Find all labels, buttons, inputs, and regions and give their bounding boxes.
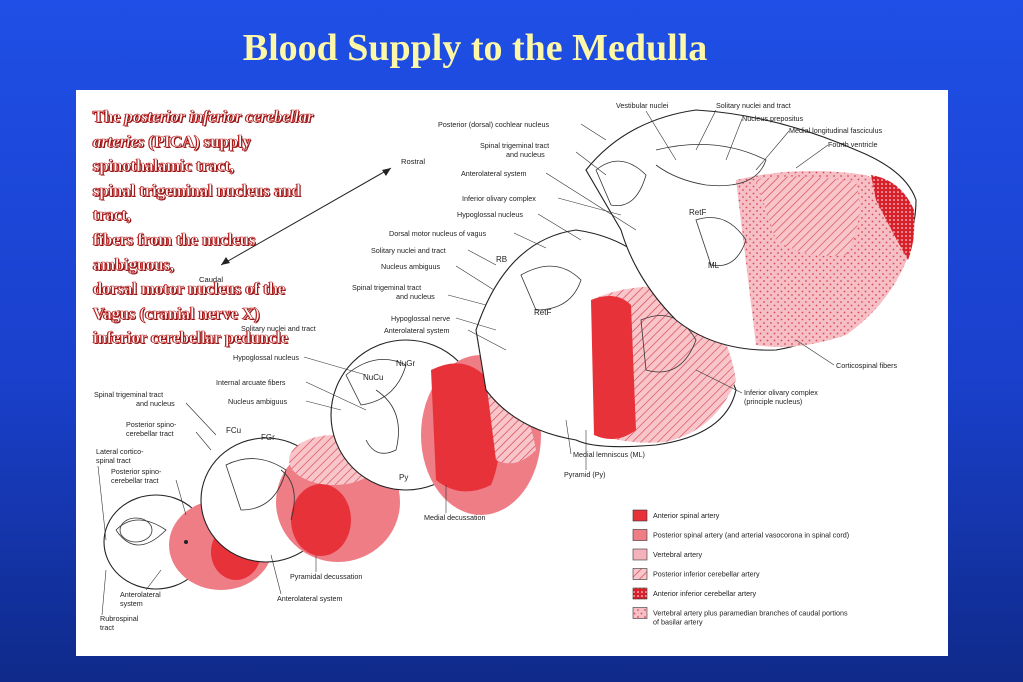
label-fgr: FGr (261, 433, 275, 442)
section-medial-decussation: NuGr NuCu Py (330, 339, 541, 515)
label-fourth-ventricle: Fourth ventricle (828, 140, 878, 149)
label-hypoglossal-nerve: Hypoglossal nerve (391, 314, 450, 323)
label-rb: RB (496, 255, 507, 264)
legend-swatch-4 (632, 587, 648, 600)
labels-caudal-sections: Solitary nuclei and tract Hypoglossal nu… (94, 324, 898, 632)
pica-line-5: tract, (93, 205, 132, 225)
pica-line-8: dorsal motor nucleus of the (93, 279, 286, 299)
legend-label-1: Posterior spinal artery (and arterial va… (653, 531, 849, 540)
label-fcu: FCu (226, 426, 241, 435)
legend-label-0: Anterior spinal artery (653, 511, 720, 520)
label-inf-olivary-principle-a: Inferior olivary complex (744, 388, 818, 397)
section-rostral: RetF ML (585, 109, 917, 351)
legend-swatch-5 (632, 607, 648, 619)
label-mlf: Medial longitudinal fasciculus (789, 126, 882, 135)
label-anterolateral-4: Anterolateral system (277, 594, 343, 603)
legend-label-3: Posterior inferior cerebellar artery (653, 570, 760, 579)
label-inf-olivary-1: Inferior olivary complex (462, 194, 536, 203)
pica-line-4: spinal trigeminal nucleus and (93, 180, 301, 200)
pica-line-10: inferior cerebellar peduncle (93, 328, 289, 348)
legend-swatch-0 (632, 509, 648, 522)
pica-line-6: fibers from the nucleus (93, 229, 256, 249)
label-sp-trig-2a: Spinal trigeminal tract (352, 283, 421, 292)
label-caudal: Caudal (199, 275, 223, 284)
label-nucu: NuCu (363, 373, 383, 382)
label-sp-trig-3a: Spinal trigeminal tract (94, 390, 163, 399)
label-sp-trig-1b: and nucleus (506, 150, 545, 159)
label-nucleus-ambiguus-2: Nucleus ambiguus (228, 397, 288, 406)
label-retf-2: RetF (689, 208, 706, 217)
label-sp-trig-3b: and nucleus (136, 399, 175, 408)
pica-line-2: arteries (PICA) supply (93, 131, 251, 151)
label-nucleus-prepositus: Nucleus prepositus (742, 114, 804, 123)
rostral-caudal-axis: Rostral Caudal (199, 157, 425, 284)
pica-line-3: spinothalamic tract, (93, 156, 235, 176)
label-solitary-top: Solitary nuclei and tract (716, 101, 791, 110)
label-cochlear-nucleus: Posterior (dorsal) cochlear nucleus (438, 120, 549, 129)
label-anterolateral-2: Anterolateral system (384, 326, 450, 335)
label-corticospinal-fibers: Corticospinal fibers (836, 361, 898, 370)
label-rubrospinal-b: tract (100, 623, 114, 632)
slide-title: Blood Supply to the Medulla (242, 27, 708, 69)
label-post-spcb-2a: Posterior spino- (111, 467, 162, 476)
label-hypoglossal-nucleus-2: Hypoglossal nucleus (233, 353, 299, 362)
medulla-figure: FCu FGr NuGr NuCu Py RB RetF RetF ML (76, 90, 948, 656)
label-medial-lemniscus: Medial lemniscus (ML) (573, 450, 645, 459)
label-sp-trig-2b: and nucleus (396, 292, 435, 301)
label-post-spcb-1b: cerebellar tract (126, 429, 174, 438)
pica-line-7: ambiguous, (93, 254, 175, 274)
label-solitary-2: Solitary nuclei and tract (371, 246, 446, 255)
label-pyramidal-decussation: Pyramidal decussation (290, 572, 362, 581)
labels-rostral-section: Vestibular nuclei Solitary nuclei and tr… (438, 101, 882, 241)
label-lat-corticospinal-b: spinal tract (96, 456, 131, 465)
label-vestibular-nuclei: Vestibular nuclei (616, 101, 669, 110)
label-rostral: Rostral (401, 157, 425, 166)
label-rubrospinal-a: Rubrospinal (100, 614, 139, 623)
label-ml: ML (708, 261, 720, 270)
label-medial-decussation: Medial decussation (424, 513, 486, 522)
label-nucleus-ambiguus-1: Nucleus ambiguus (381, 262, 441, 271)
legend-label-2: Vertebral artery (653, 550, 703, 559)
label-inf-olivary-principle-b: (principle nucleus) (744, 397, 802, 406)
label-lat-corticospinal-a: Lateral cortico- (96, 447, 144, 456)
pica-description: The posterior inferior cerebellar arteri… (93, 105, 378, 351)
label-hypoglossal-nucleus-1: Hypoglossal nucleus (457, 210, 523, 219)
label-internal-arcuate: Internal arcuate fibers (216, 378, 286, 387)
label-retf-1: RetF (534, 308, 551, 317)
legend-swatch-1 (632, 529, 648, 541)
legend-label-4: Anterior inferior cerebellar artery (653, 589, 756, 598)
label-py: Py (399, 473, 408, 482)
label-anterolateral-3b: system (120, 599, 143, 608)
label-pyramid: Pyramid (Py) (564, 470, 606, 479)
label-anterolateral-3a: Anterolateral (120, 590, 161, 599)
section-pyramidal-decussation: FCu FGr (200, 426, 400, 563)
label-anterolateral-1: Anterolateral system (461, 169, 527, 178)
label-sp-trig-1a: Spinal trigeminal tract (480, 141, 549, 150)
label-solitary-3: Solitary nuclei and tract (241, 324, 316, 333)
legend-label-5-cont: of basilar artery (653, 618, 703, 627)
legend-swatch-3 (632, 568, 648, 580)
label-nugr: NuGr (396, 359, 415, 368)
legend-label-5: Vertebral artery plus paramedian branche… (653, 609, 848, 618)
pica-line-9: Vagus (cranial nerve X) (93, 303, 260, 323)
label-dorsal-motor-vagus: Dorsal motor nucleus of vagus (389, 229, 486, 238)
legend-swatch-2 (632, 548, 648, 561)
label-post-spcb-2b: cerebellar tract (111, 476, 159, 485)
pica-line-1: The posterior inferior cerebellar (93, 107, 314, 127)
label-post-spcb-1a: Posterior spino- (126, 420, 177, 429)
labels-olivary-section: Dorsal motor nucleus of vagus Solitary n… (352, 229, 547, 351)
